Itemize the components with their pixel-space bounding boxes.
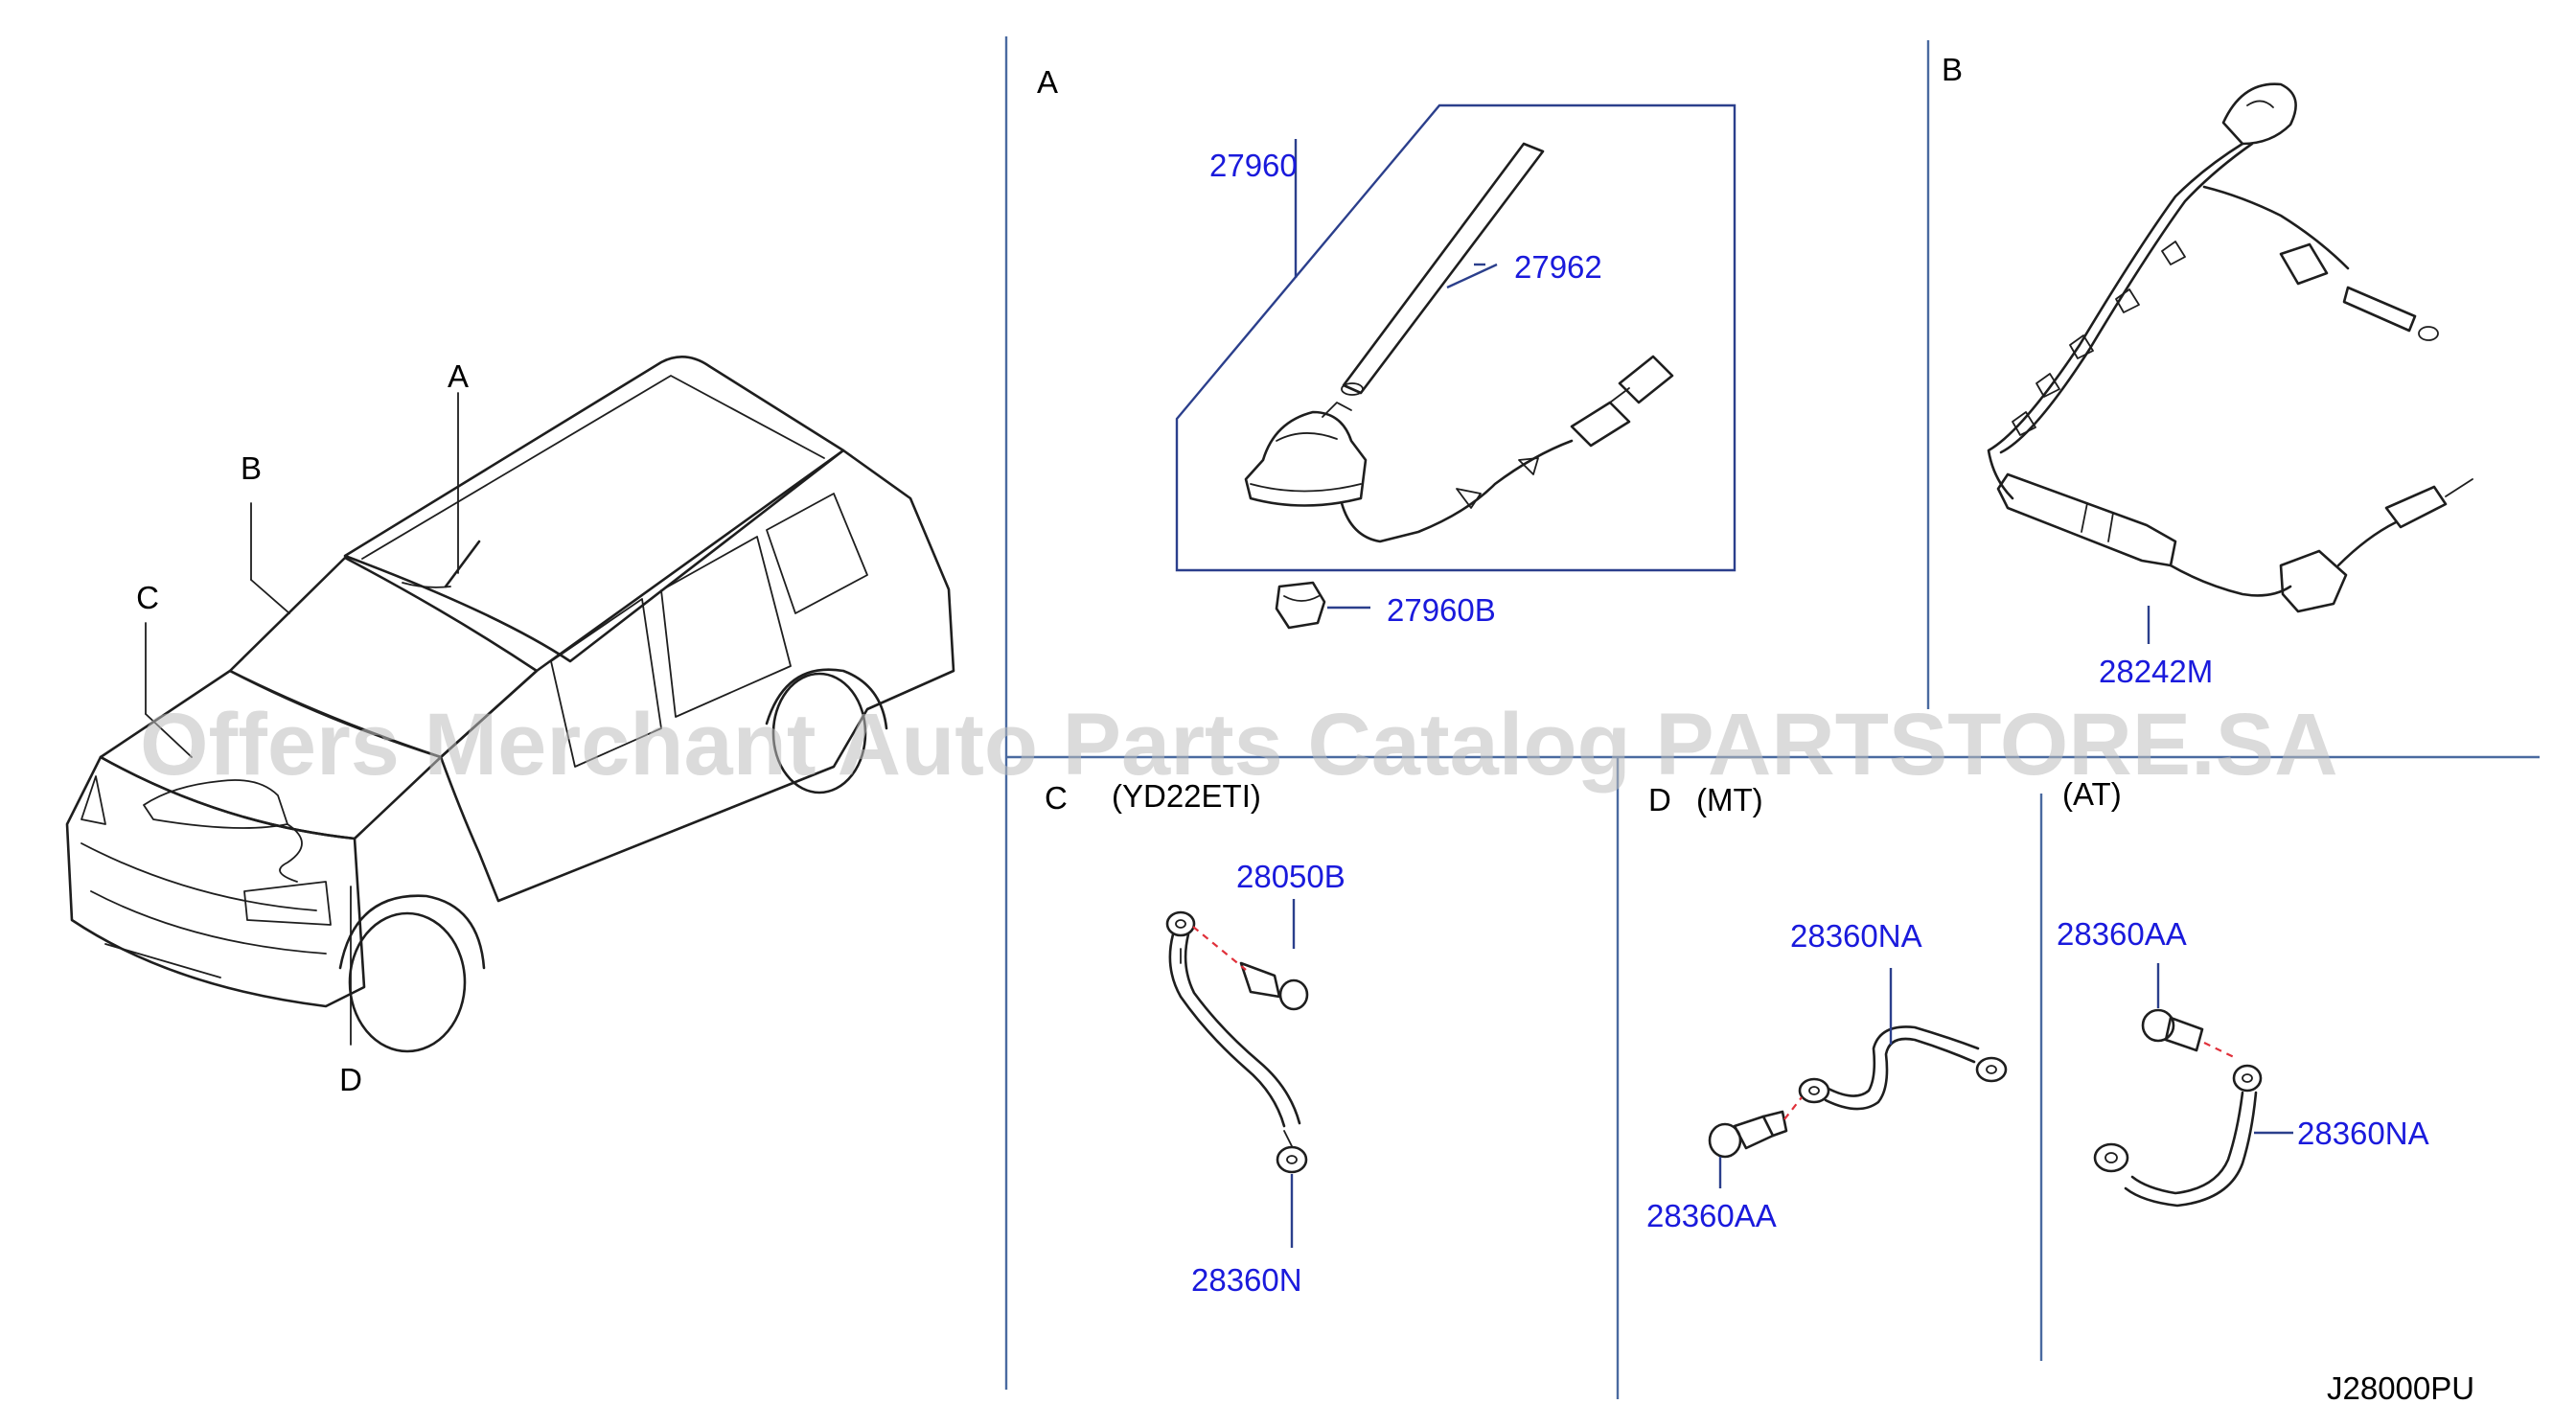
diagram-code: J28000PU <box>2327 1370 2474 1406</box>
ground-strap-d-mt-drawing <box>1708 1025 2008 1159</box>
section-c-variant: (YD22ETI) <box>1112 778 1261 814</box>
section-separators <box>1004 36 2540 1399</box>
feeder-harness-drawing <box>1987 82 2473 613</box>
section-b-letter: B <box>1942 52 1963 87</box>
ground-strap-c-drawing <box>1165 910 1309 1174</box>
section-c-letter: C <box>1045 780 1068 816</box>
part-28050B[interactable]: 28050B <box>1236 859 1346 894</box>
part-28360AA-mt[interactable]: 28360AA <box>1646 1198 1777 1233</box>
vehicle-illustration <box>65 356 955 1053</box>
antenna-assembly-drawing <box>1175 104 1736 630</box>
callout-c[interactable]: C <box>136 580 159 615</box>
part-27962[interactable]: 27962 <box>1514 249 1602 285</box>
section-a-letter: A <box>1037 64 1058 100</box>
part-27960[interactable]: 27960 <box>1209 148 1298 183</box>
callout-a[interactable]: A <box>448 358 469 394</box>
ground-strap-d-at-drawing <box>2093 1008 2263 1208</box>
leader-27962 <box>1446 263 1498 289</box>
callout-d[interactable]: D <box>339 1062 362 1097</box>
part-28360AA-at[interactable]: 28360AA <box>2057 916 2187 952</box>
section-d-at-label: (AT) <box>2062 776 2122 812</box>
callout-b[interactable]: B <box>241 450 262 486</box>
part-28242M[interactable]: 28242M <box>2099 654 2213 689</box>
section-d-letter: D <box>1648 782 1671 817</box>
part-28360N[interactable]: 28360N <box>1191 1262 1302 1298</box>
part-28360NA-at[interactable]: 28360NA <box>2297 1116 2429 1151</box>
part-28360NA-mt[interactable]: 28360NA <box>1790 918 1922 954</box>
section-d-mt-label: (MT) <box>1696 782 1763 817</box>
part-27960B[interactable]: 27960B <box>1387 592 1496 628</box>
watermark: Offers Merchant Auto Parts Catalog PARTS… <box>140 696 2338 794</box>
